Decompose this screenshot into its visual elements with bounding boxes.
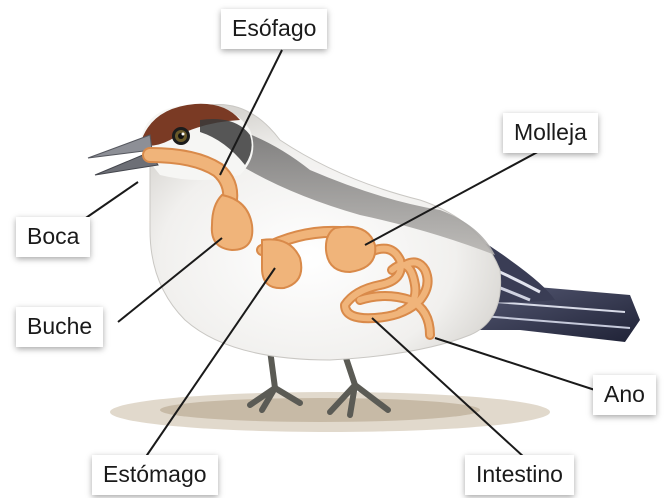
label-intestino: Intestino <box>465 455 574 495</box>
label-estomago: Estómago <box>92 455 218 495</box>
label-boca: Boca <box>16 217 90 257</box>
leader-line-boca <box>80 182 138 222</box>
gizzard-organ <box>326 227 375 272</box>
label-ano: Ano <box>593 375 656 415</box>
bird-eye <box>172 127 190 145</box>
label-esofago: Esófago <box>221 9 327 49</box>
leader-line-ano <box>435 338 595 390</box>
label-buche: Buche <box>16 307 103 347</box>
label-molleja: Molleja <box>503 113 598 153</box>
